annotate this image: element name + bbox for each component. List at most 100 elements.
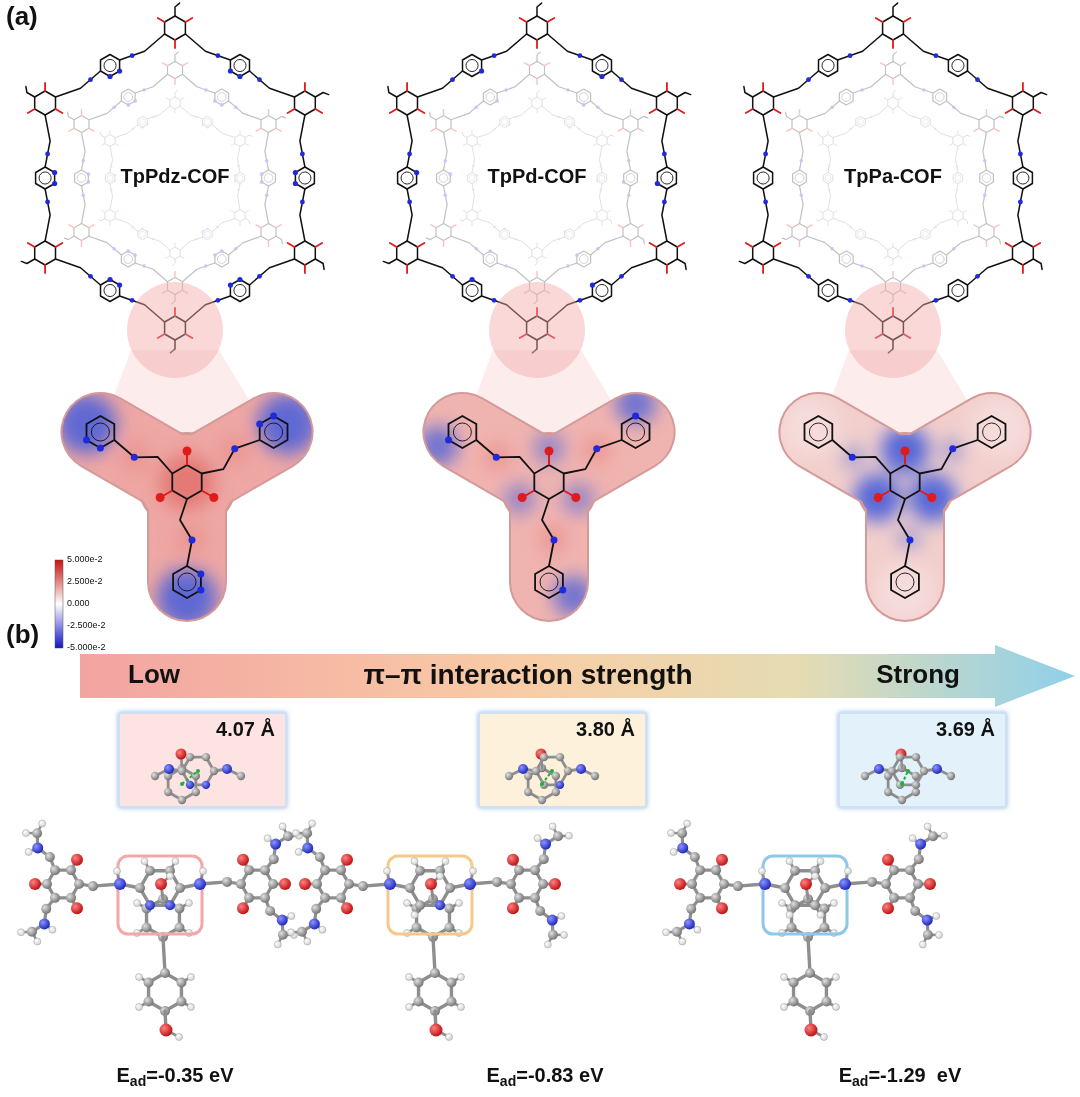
- esp-patch: [875, 562, 935, 622]
- gradient-arrow: Lowπ–π interaction strengthStrong: [80, 645, 1075, 707]
- hydrogen-atom: [167, 873, 174, 880]
- carbon-atom: [881, 879, 891, 889]
- hydrogen-atom: [18, 929, 25, 936]
- structure-name: TpPa-COF: [840, 165, 946, 188]
- carbon-atom: [260, 865, 270, 875]
- nitrogen-atom: [518, 764, 528, 774]
- carbon-atom: [540, 753, 548, 761]
- carbon-atom: [790, 900, 800, 910]
- esp-patch: [970, 397, 1030, 457]
- carbon-atom: [202, 753, 210, 761]
- hydrogen-atom: [936, 931, 943, 938]
- hydrogen-atom: [821, 1034, 828, 1041]
- oxygen-atom: [924, 878, 936, 890]
- hydroxyl-group: [425, 873, 444, 900]
- atom-group: [135, 858, 185, 911]
- carbon-atom: [548, 930, 558, 940]
- carbon-atom: [514, 893, 524, 903]
- carbon-atom: [145, 866, 155, 876]
- hydrogen-atom: [924, 823, 931, 830]
- oxygen-atom: [176, 749, 187, 760]
- hydroxyl-group: [155, 873, 174, 900]
- hydrogen-atom: [295, 848, 302, 855]
- carbon-atom: [88, 881, 98, 891]
- arrow-band: [80, 645, 1075, 707]
- carbon-atom: [175, 883, 185, 893]
- carbon-atom: [905, 893, 915, 903]
- carbon-atom: [336, 865, 346, 875]
- scale-end-label: Strong: [876, 660, 960, 690]
- carbon-atom: [910, 906, 920, 916]
- carbon-atom: [532, 767, 540, 775]
- scale-tick-label: 2.500e-2: [67, 576, 103, 586]
- esp-patch: [780, 397, 840, 457]
- hydrogen-atom: [679, 938, 686, 945]
- ring-model: [18, 820, 98, 945]
- carbon-atom: [446, 978, 456, 988]
- bond-group: [666, 823, 738, 941]
- hydrogen-atom: [187, 1004, 194, 1011]
- carbonyl-bond: [882, 491, 891, 496]
- hydroxyl-group: [805, 1011, 828, 1041]
- carbon-atom: [690, 852, 700, 862]
- amine-atoms: [759, 868, 852, 891]
- hydrogen-atom: [549, 823, 556, 830]
- hydrogen-atom: [22, 830, 29, 837]
- amine-atoms: [114, 868, 207, 891]
- bond-group: [93, 861, 227, 905]
- carbon-atom: [445, 883, 455, 893]
- carbon-atom: [260, 893, 270, 903]
- carbon-atom: [556, 753, 564, 761]
- carbon-atom: [552, 772, 560, 780]
- esp-patch: [881, 426, 929, 474]
- hydrogen-atom: [411, 911, 418, 918]
- distance-value: 4.07 Å: [216, 718, 275, 741]
- carbon-atom: [268, 879, 278, 889]
- nitrogen-atom: [302, 842, 313, 853]
- hydrogen-atom: [442, 858, 449, 865]
- bond-stick: [808, 937, 810, 973]
- imine-bond: [898, 499, 910, 566]
- hydrogen-atom: [544, 941, 551, 948]
- carbon-atom: [160, 968, 170, 978]
- hydrogen-atom: [832, 974, 839, 981]
- atom-group: [505, 753, 599, 789]
- atom-group: [151, 753, 245, 789]
- imine-bond: [920, 440, 978, 474]
- carbon-atom: [50, 865, 60, 875]
- ring-model: [492, 823, 572, 948]
- carbon-atom: [144, 997, 154, 1007]
- nitrogen-atom: [464, 878, 476, 890]
- carbonyl-bond: [920, 491, 929, 496]
- carbon-atom: [805, 968, 815, 978]
- carbon-atom: [174, 904, 184, 914]
- carbon-atom: [174, 923, 184, 933]
- carbon-atom: [821, 978, 831, 988]
- carbon-atom: [789, 978, 799, 988]
- ring-model: [781, 937, 840, 1016]
- hydrogen-atom: [34, 938, 41, 945]
- bond-group: [509, 757, 595, 785]
- oxygen-atom: [674, 878, 686, 890]
- highlight-box: [118, 856, 202, 934]
- nitrogen-atom: [915, 839, 926, 850]
- hydrogen-atom: [446, 1034, 453, 1041]
- carbon-atom: [514, 865, 524, 875]
- stacking-zoom-box: 4.07 Å: [118, 712, 287, 808]
- carbon-atom: [178, 796, 186, 804]
- nitrogen-atom: [759, 878, 771, 890]
- ring-model: [505, 753, 599, 789]
- carbon-atom: [311, 904, 321, 914]
- carbon-atom: [505, 772, 513, 780]
- carbon-atom: [687, 879, 697, 889]
- core-ring: [890, 465, 919, 499]
- hydrogen-atom: [404, 900, 411, 907]
- hydrogen-atom: [279, 823, 286, 830]
- hydrogen-atom: [817, 858, 824, 865]
- nitrogen-atom: [684, 918, 695, 929]
- carbon-atom: [695, 893, 705, 903]
- oxygen-atom: [430, 1024, 443, 1037]
- aromatic-circle: [983, 423, 1001, 441]
